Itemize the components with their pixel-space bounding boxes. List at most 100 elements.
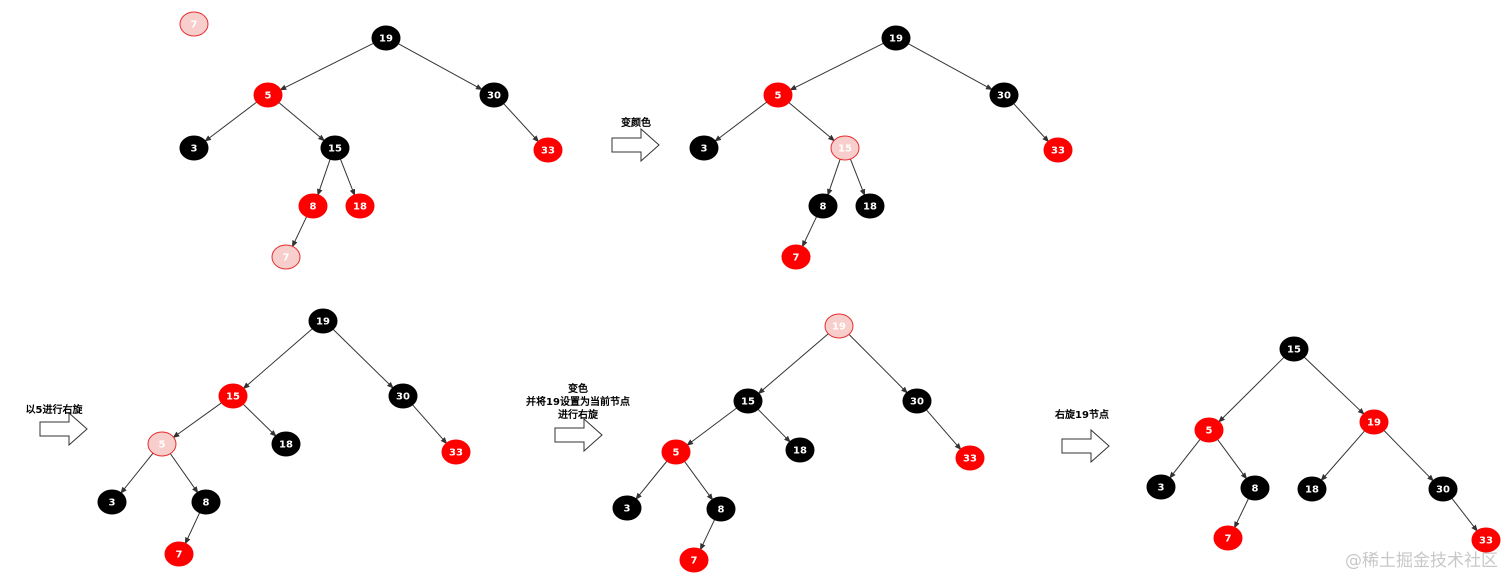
node-circle xyxy=(1194,417,1224,443)
node-label: 7 xyxy=(793,253,800,264)
node-circle xyxy=(97,489,127,515)
node-label: 3 xyxy=(109,498,116,509)
node-circle xyxy=(191,489,221,515)
step-2-arrow xyxy=(39,411,88,447)
node-circle xyxy=(1297,476,1327,502)
node-label: 15 xyxy=(838,144,852,155)
node-label: 19 xyxy=(379,34,393,45)
node-label: 33 xyxy=(1051,146,1065,157)
node-label: 30 xyxy=(396,392,410,403)
node-label: 7 xyxy=(691,556,698,567)
node-circle xyxy=(661,439,691,465)
node-circle xyxy=(441,439,471,465)
tree-2-node-30: 30 xyxy=(989,82,1019,108)
tree-1-node-7-inserted: 7 xyxy=(179,11,209,37)
node-circle xyxy=(179,135,209,161)
node-circle xyxy=(1213,525,1243,551)
node-circle xyxy=(1471,527,1501,553)
tree-5-edge-19-30 xyxy=(1382,429,1434,482)
tree-4-node-30: 30 xyxy=(902,388,932,414)
tree-4-node-3: 3 xyxy=(612,495,642,521)
node-circle xyxy=(781,244,811,270)
tree-2-node-3: 3 xyxy=(689,135,719,161)
tree-2-edge-5-3 xyxy=(714,100,769,142)
node-circle xyxy=(1279,336,1309,362)
node-circle xyxy=(679,547,709,573)
tree-4-node-19: 19 xyxy=(824,313,854,339)
tree-3-node-7: 7 xyxy=(164,541,194,567)
node-circle xyxy=(271,244,301,270)
node-label: 15 xyxy=(741,397,755,408)
node-label: 33 xyxy=(541,146,555,157)
tree-4-edge-8-7 xyxy=(699,518,716,551)
tree-1-edge-5-3 xyxy=(204,100,259,142)
node-label: 33 xyxy=(1479,536,1493,547)
node-label: 30 xyxy=(997,91,1011,102)
node-label: 18 xyxy=(279,440,293,451)
step-1-label: 变颜色 xyxy=(621,116,651,129)
node-label: 30 xyxy=(487,91,501,102)
tree-2-node-5: 5 xyxy=(763,82,793,108)
node-label: 19 xyxy=(316,317,330,328)
tree-1-edge-19-30 xyxy=(396,42,483,91)
tree-3-edge-15-5 xyxy=(172,401,223,439)
node-circle xyxy=(612,495,642,521)
node-label: 8 xyxy=(203,498,210,509)
tree-4-edge-19-30 xyxy=(847,333,908,394)
node-label: 19 xyxy=(1367,418,1381,429)
node-label: 3 xyxy=(191,144,198,155)
node-circle xyxy=(881,25,911,51)
step-3-label: 进行右旋 xyxy=(558,408,599,421)
node-label: 18 xyxy=(863,202,877,213)
tree-4-node-7: 7 xyxy=(679,547,709,573)
node-label: 5 xyxy=(673,448,680,459)
node-label: 8 xyxy=(820,202,827,213)
node-label: 7 xyxy=(1225,534,1232,545)
tree-3-edge-19-15 xyxy=(242,327,314,390)
node-circle xyxy=(1428,476,1458,502)
node-label: 3 xyxy=(701,144,708,155)
tree-1-node-33: 33 xyxy=(533,137,563,163)
node-circle xyxy=(808,193,838,219)
tree-1-edge-15-8 xyxy=(317,157,332,197)
tree-5-node-19: 19 xyxy=(1359,409,1389,435)
tree-3-edge-5-3 xyxy=(120,451,155,494)
tree-3-node-33: 33 xyxy=(441,439,471,465)
tree-4-edge-19-15 xyxy=(757,332,830,395)
node-label: 18 xyxy=(1305,485,1319,496)
tree-3-node-18: 18 xyxy=(271,431,301,457)
node-circle xyxy=(320,135,350,161)
tree-5-node-7: 7 xyxy=(1213,525,1243,551)
tree-3-node-3: 3 xyxy=(97,489,127,515)
node-label: 15 xyxy=(226,392,240,403)
node-circle xyxy=(785,437,815,463)
step-4-label: 右旋19节点 xyxy=(1054,408,1109,421)
node-label: 7 xyxy=(191,20,198,31)
tree-5-edge-8-7 xyxy=(1233,497,1250,529)
node-label: 30 xyxy=(1436,485,1450,496)
node-circle xyxy=(218,383,248,409)
node-circle xyxy=(733,388,763,414)
tree-5-node-18: 18 xyxy=(1297,476,1327,502)
node-circle xyxy=(1146,474,1176,500)
node-circle xyxy=(830,135,860,161)
step-1-arrow xyxy=(611,127,660,163)
node-circle xyxy=(308,308,338,334)
tree-5-node-33: 33 xyxy=(1471,527,1501,553)
node-label: 33 xyxy=(449,448,463,459)
tree-1-edge-30-33 xyxy=(502,102,540,143)
tree-4-edge-30-33 xyxy=(925,408,962,451)
node-circle xyxy=(253,82,283,108)
edges-layer xyxy=(120,42,1478,551)
node-circle xyxy=(298,193,328,219)
tree-1-edge-8-7 xyxy=(291,215,308,248)
tree-1-node-30: 30 xyxy=(479,82,509,108)
tree-3-edge-15-18 xyxy=(241,402,277,437)
tree-4-edge-5-3 xyxy=(635,459,669,500)
step-arrows xyxy=(39,127,1110,464)
